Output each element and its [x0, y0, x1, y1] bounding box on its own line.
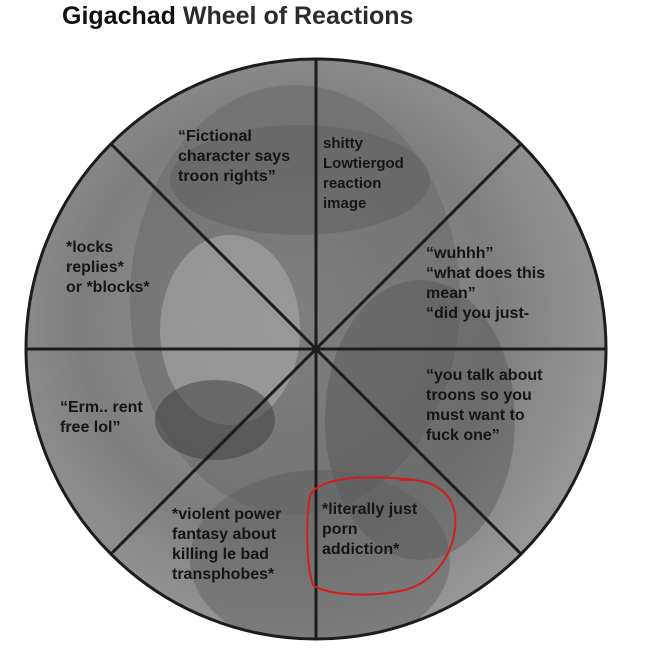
segment-porn-addiction: *literally just porn addiction* — [322, 500, 417, 560]
segment-line: or *blocks* — [66, 279, 150, 296]
segment-rent-free: “Erm.. rent free lol” — [60, 398, 143, 438]
segment-line: character says — [178, 148, 291, 165]
title-part-2: Wheel of Reactions — [182, 2, 414, 30]
segment-line: Lowtiergod — [323, 155, 404, 172]
highlight-circle — [306, 476, 457, 596]
segment-line: fantasy about — [172, 526, 277, 543]
segment-line: mean” — [426, 285, 476, 302]
segment-line: *literally just — [322, 501, 418, 518]
segment-line: addiction* — [322, 541, 400, 558]
segment-line: transphobes* — [172, 566, 275, 583]
segment-line: *violent power — [172, 506, 282, 523]
segment-line: troon rights” — [178, 168, 276, 185]
segment-talk-about: “you talk about troons so you must want … — [426, 366, 542, 446]
segment-line: must want to — [426, 407, 525, 424]
segment-line: “what does this — [426, 265, 546, 282]
segment-line: fuck one” — [426, 427, 500, 444]
segment-line: replies* — [66, 259, 124, 276]
segment-line: “you talk about — [426, 367, 543, 384]
segment-violent-fantasy: *violent power fantasy about killing le … — [172, 505, 281, 585]
segment-line: “Erm.. rent — [60, 399, 143, 416]
segment-line: reaction — [323, 175, 382, 192]
segment-line: image — [323, 195, 367, 212]
segment-line: “wuhhh” — [426, 245, 494, 262]
segment-line: free lol” — [60, 419, 121, 436]
face-silhouette — [130, 85, 515, 639]
segment-fictional-character: “Fictional character says troon rights” — [178, 127, 290, 187]
segment-line: killing le bad — [172, 546, 269, 563]
title-part-1: Gigachad — [62, 2, 176, 30]
wheel-dividers — [26, 59, 606, 639]
wheel-rim — [24, 57, 608, 641]
segment-line: troons so you — [426, 387, 532, 404]
page-title: Gigachad Wheel of Reactions — [62, 2, 413, 31]
segment-lowtiergod: shitty Lowtiergod reaction image — [323, 134, 404, 214]
segment-line: shitty — [323, 135, 364, 152]
segment-wuhhh: “wuhhh” “what does this mean” “did you j… — [426, 244, 545, 324]
segment-line: “Fictional — [178, 128, 252, 145]
segment-line: “did you just- — [426, 305, 530, 322]
segment-line: porn — [322, 521, 358, 538]
segment-locks-replies: *locks replies* or *blocks* — [66, 238, 150, 298]
segment-line: *locks — [66, 239, 114, 256]
